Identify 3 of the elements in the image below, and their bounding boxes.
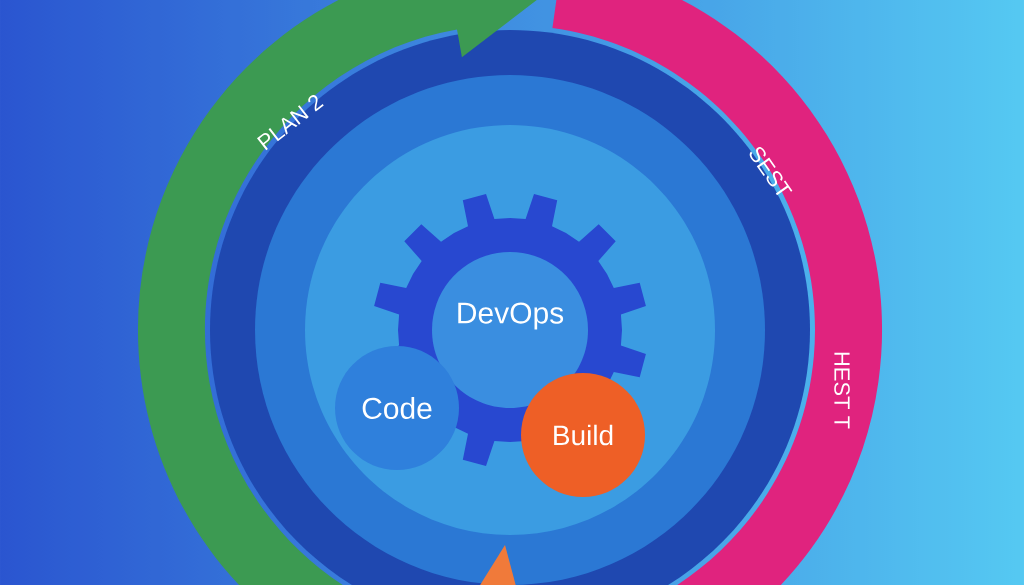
arrowhead bbox=[477, 545, 517, 585]
circle-badge: Build bbox=[521, 373, 645, 497]
circle-badge: Code bbox=[335, 346, 459, 470]
